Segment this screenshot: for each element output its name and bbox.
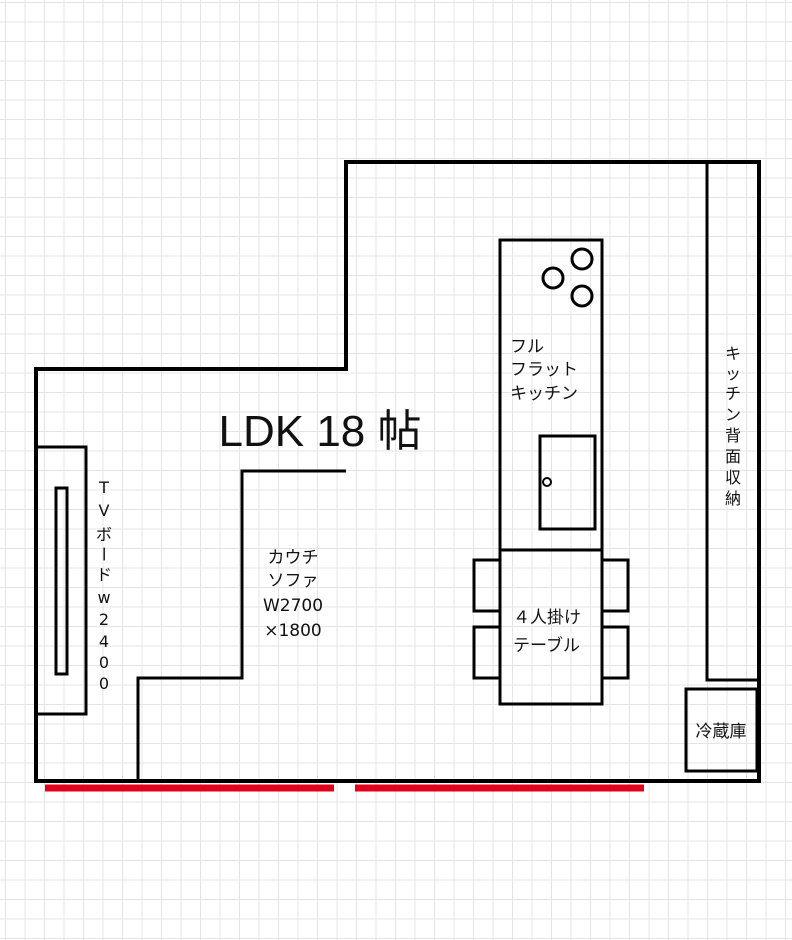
svg-text:納: 納: [725, 489, 741, 508]
svg-text:0: 0: [99, 674, 109, 693]
svg-text:T: T: [98, 478, 109, 497]
tv-screen: [54, 486, 69, 676]
back-storage-label: キ ッ チ ン 背 面 収 納: [725, 344, 741, 508]
chair: [472, 625, 502, 680]
couch-sofa: [136, 469, 346, 781]
dining-table-label: ４人掛け テーブル: [513, 608, 581, 656]
svg-text:ン: ン: [725, 405, 741, 424]
svg-text:ボ: ボ: [96, 525, 112, 544]
refrigerator: [684, 687, 759, 773]
svg-text:2: 2: [99, 610, 109, 629]
svg-text:背: 背: [725, 426, 741, 445]
tv-board: [34, 445, 88, 716]
room-title: LDK 18 帖: [219, 407, 422, 456]
svg-text:×1800: ×1800: [264, 621, 322, 641]
svg-text:キ: キ: [725, 344, 741, 363]
room-outline: [34, 160, 761, 783]
svg-text:キッチン: キッチン: [510, 384, 578, 404]
chair: [600, 558, 630, 613]
svg-text:収: 収: [725, 468, 741, 487]
kitchen-label: フル フラット キッチン: [510, 337, 578, 404]
svg-text:w: w: [97, 588, 110, 607]
svg-text:４人掛け: ４人掛け: [513, 608, 581, 628]
svg-text:ッ: ッ: [725, 364, 741, 383]
burner-icon: [541, 266, 565, 290]
kitchen-sink: [538, 434, 597, 531]
svg-text:0: 0: [99, 653, 109, 672]
svg-text:フラット: フラット: [510, 360, 578, 380]
svg-text:カウチ: カウチ: [268, 548, 319, 568]
svg-text:テーブル: テーブル: [513, 635, 580, 656]
svg-text:4: 4: [99, 632, 109, 651]
refrigerator-label: 冷蔵庫: [696, 722, 747, 742]
svg-text:ー: ー: [94, 546, 113, 562]
svg-text:チ: チ: [725, 384, 741, 403]
svg-text:ソファ: ソファ: [268, 571, 319, 591]
burner-icon: [570, 247, 594, 271]
tv-board-label: T V ボ ー ド w 2 4 0 0: [94, 478, 113, 693]
couch-sofa-label: カウチ ソファ W2700 ×1800: [263, 548, 323, 641]
svg-text:ド: ド: [96, 565, 112, 584]
chair: [600, 625, 630, 680]
chair: [472, 558, 502, 613]
svg-text:V: V: [99, 501, 110, 520]
svg-text:面: 面: [725, 447, 741, 466]
kitchen-back-storage: [705, 160, 761, 682]
svg-text:W2700: W2700: [263, 596, 323, 616]
svg-text:フル: フル: [510, 337, 544, 357]
burner-icon: [570, 284, 594, 308]
faucet-icon: [542, 477, 552, 487]
